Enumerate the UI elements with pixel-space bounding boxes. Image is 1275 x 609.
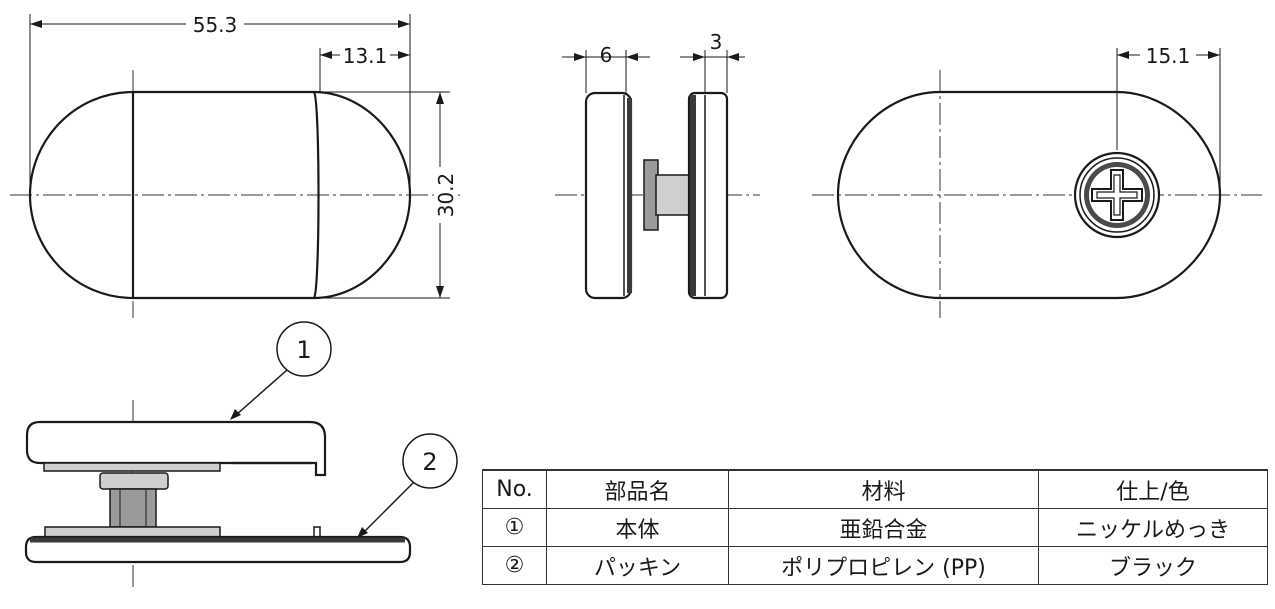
- table-row: ① 本体 亜鉛合金 ニッケルめっき: [482, 508, 1268, 547]
- cell-material: 亜鉛合金: [728, 508, 1039, 547]
- cell-finish: ブラック: [1038, 546, 1268, 585]
- parts-table: No. 部品名 材料 仕上/色 ① 本体 亜鉛合金 ニッケルめっき ② パッキン…: [482, 469, 1268, 585]
- balloon-1-label: 1: [296, 336, 311, 364]
- cell-no: ①: [482, 508, 547, 547]
- cell-material: ポリプロピレン (PP): [728, 546, 1039, 585]
- dim-knob-offset: 13.1: [343, 44, 388, 68]
- bottom-view-pad: [24, 535, 412, 564]
- dim-base-thickness: 6: [600, 43, 613, 67]
- back-view-outline: [836, 90, 1222, 300]
- cell-part-name: 本体: [546, 508, 729, 547]
- dim-screw-offset: 15.1: [1146, 44, 1191, 68]
- bottom-view: 1 2: [24, 321, 458, 590]
- cell-no: ②: [482, 546, 547, 585]
- header-finish: 仕上/色: [1038, 469, 1268, 509]
- header-material: 材料: [728, 469, 1039, 509]
- back-view: 15.1: [812, 43, 1262, 318]
- side-view: 6 3: [555, 30, 760, 300]
- dim-overall-width: 55.3: [193, 13, 238, 37]
- table-header-row: No. 部品名 材料 仕上/色: [482, 469, 1268, 509]
- side-view-pad: [687, 91, 729, 300]
- front-view: 55.3 13.1 30.2: [10, 12, 460, 318]
- table-row: ② パッキン ポリプロピレン (PP) ブラック: [482, 546, 1268, 585]
- phillips-cross-icon: [1091, 169, 1143, 221]
- balloon-1: [276, 321, 332, 377]
- balloon-2: [402, 433, 458, 489]
- front-view-knob-edge: [312, 91, 320, 299]
- cell-finish: ニッケルめっき: [1038, 508, 1268, 547]
- balloon-2-label: 2: [422, 448, 437, 476]
- cell-part-name: パッキン: [546, 546, 729, 585]
- header-no: No.: [482, 469, 547, 509]
- header-part-name: 部品名: [546, 469, 729, 509]
- bottom-view-body: [25, 420, 327, 477]
- dim-pad-thickness: 3: [710, 30, 723, 54]
- dim-height: 30.2: [434, 173, 458, 218]
